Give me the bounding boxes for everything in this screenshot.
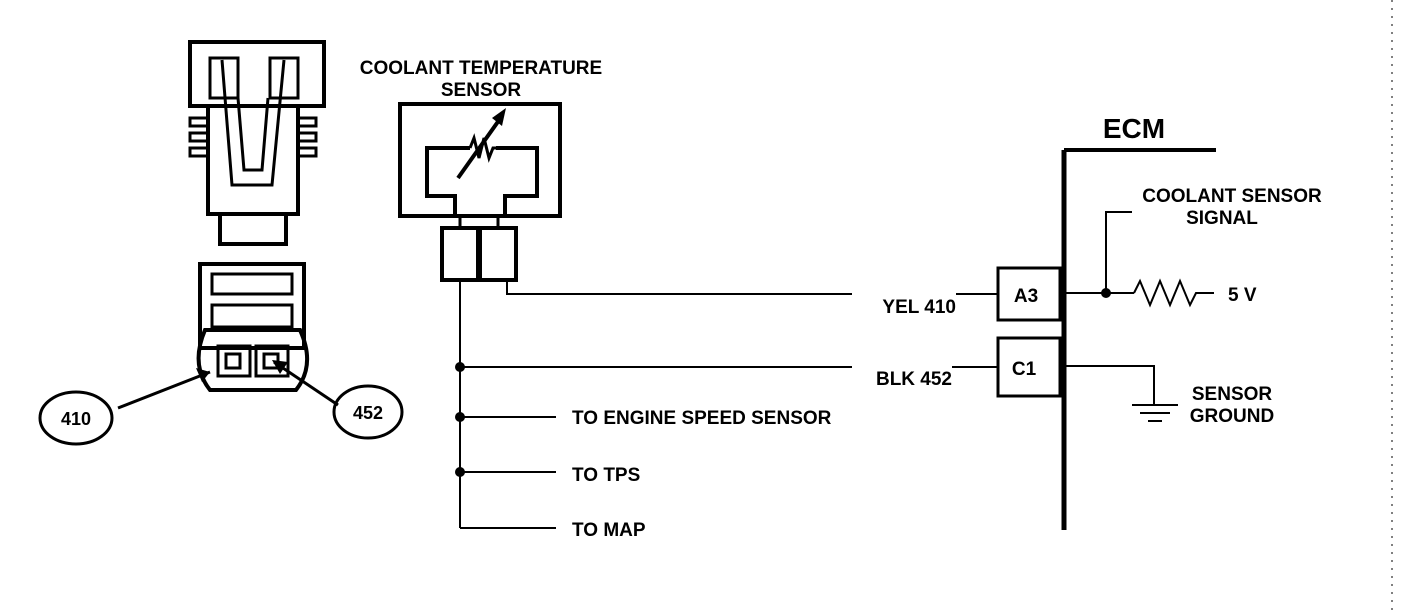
wire-blk-452: BLK 452 — [876, 369, 952, 390]
signal-label-line1: COOLANT SENSOR — [1142, 186, 1322, 207]
wiring — [455, 280, 852, 529]
signal-circuit — [1064, 211, 1214, 308]
callout-452-text: 452 — [353, 403, 383, 423]
wire-yel-410: YEL 410 — [882, 297, 956, 318]
callout-410: 410 — [38, 390, 114, 446]
branch-map: TO MAP — [572, 520, 646, 541]
coolant-temperature-sensor — [398, 102, 562, 282]
branch-tps: TO TPS — [572, 465, 640, 486]
pin-a3: A3 — [996, 266, 1062, 322]
sensor-title-line1: COOLANT TEMPERATURE — [360, 58, 602, 79]
ground-circuit — [1064, 365, 1178, 422]
resistor-icon — [1133, 278, 1214, 308]
connector-illustration — [117, 40, 339, 410]
signal-label-line2: SIGNAL — [1186, 208, 1258, 229]
ground-label-line1: SENSOR — [1192, 384, 1273, 405]
voltage-label: 5 V — [1228, 285, 1257, 306]
sensor-title-line2: SENSOR — [441, 80, 522, 101]
pin-a3-label: A3 — [1014, 286, 1038, 307]
pin-c1-label: C1 — [1012, 359, 1037, 380]
ecm-block — [1061, 148, 1216, 530]
callout-452: 452 — [332, 384, 404, 440]
ground-label-line2: GROUND — [1190, 406, 1274, 427]
pin-c1: C1 — [996, 336, 1062, 398]
branch-engine-speed: TO ENGINE SPEED SENSOR — [572, 408, 832, 429]
ecm-title: ECM — [1103, 113, 1165, 144]
callout-410-text: 410 — [61, 409, 91, 429]
